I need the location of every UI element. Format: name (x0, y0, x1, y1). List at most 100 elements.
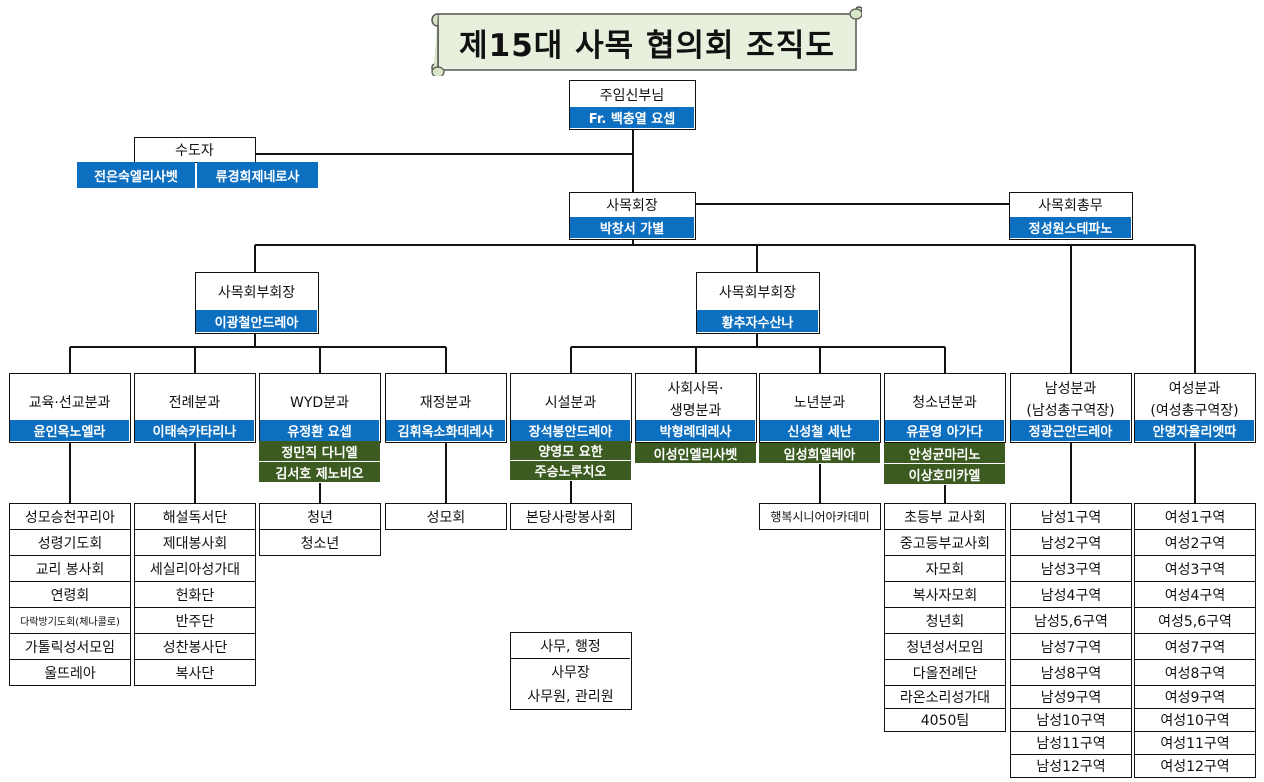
dept-title-elderly: 노년분과 (793, 395, 846, 411)
men-group-8: 남성9구역 (1010, 685, 1132, 709)
dept-box-facilities: 시설분과 장석봉안드레아 (510, 373, 632, 443)
men-group-6: 남성7구역 (1010, 633, 1132, 660)
wyd-member-2: 김서호 제노비오 (259, 462, 380, 482)
edu-group-5: 다락방기도회(체나콜로) (9, 607, 131, 634)
facilities-member-2: 주승노루치오 (510, 461, 631, 480)
social-member-1: 이성인엘리사벳 (635, 443, 756, 463)
dept-box-education: 교육·선교분과 윤인옥노엘라 (9, 373, 131, 443)
youth-member-1: 안성균마리노 (884, 443, 1005, 463)
vice-president-box-1: 사목회부회장 이광철안드레아 (195, 272, 319, 334)
dept-box-women: 여성분과 (여성총구역장) 안명자율리엣따 (1134, 373, 1256, 443)
edu-group-7: 울뜨레아 (9, 659, 131, 686)
dept-title-facilities: 시설분과 (544, 395, 597, 411)
dept-title-finance: 재정분과 (419, 395, 472, 411)
liturgy-group-2: 제대봉사회 (134, 529, 256, 556)
men-group-9: 남성10구역 (1010, 708, 1132, 732)
dept-title-men-1: 남성분과 (1044, 381, 1097, 397)
youth-group-2: 중고등부교사회 (884, 529, 1006, 556)
wyd-group-2: 청소년 (259, 529, 381, 556)
dept-head-wyd: 유정환 요셉 (260, 420, 379, 441)
men-group-2: 남성2구역 (1010, 529, 1132, 556)
dept-box-wyd: WYD분과 유정환 요셉 (259, 373, 381, 443)
dept-title-women-2: (여성총구역장) (1150, 403, 1239, 419)
youth-group-8: 라온소리성가대 (884, 685, 1006, 709)
edu-group-1: 성모승천꾸리아 (9, 503, 131, 530)
facilities-group-1: 본당사랑봉사회 (510, 503, 632, 530)
edu-group-3: 교리 봉사회 (9, 555, 131, 582)
women-group-11: 여성12구역 (1134, 754, 1256, 778)
council-president-box: 사목회장 박창서 가별 (569, 192, 696, 240)
women-group-10: 여성11구역 (1134, 731, 1256, 755)
women-group-7: 여성8구역 (1134, 659, 1256, 686)
dept-box-elderly: 노년분과 신성철 세난 (759, 373, 881, 443)
dept-head-youth: 유문영 아가다 (885, 420, 1004, 441)
wyd-group-1: 청년 (259, 503, 381, 530)
dept-head-women: 안명자율리엣따 (1135, 420, 1254, 441)
dept-box-men: 남성분과 (남성총구역장) 정광근안드레아 (1010, 373, 1132, 443)
women-group-2: 여성2구역 (1134, 529, 1256, 556)
vice-president-name-1: 이광철안드레아 (196, 310, 317, 332)
elderly-member-1: 임성희엘레아 (759, 443, 880, 463)
edu-group-6: 가톨릭성서모임 (9, 633, 131, 660)
youth-group-4: 복사자모회 (884, 581, 1006, 608)
dept-title-education: 교육·선교분과 (28, 395, 111, 411)
dept-title-youth: 청소년분과 (912, 395, 977, 411)
edu-group-4: 연령회 (9, 581, 131, 608)
liturgy-group-1: 해설독서단 (134, 503, 256, 530)
dept-title-wyd: WYD분과 (290, 395, 349, 411)
office-item-1: 사무장 (551, 665, 590, 681)
vice-president-name-2: 황추자수산나 (697, 310, 818, 332)
liturgy-group-5: 반주단 (134, 607, 256, 634)
page-title: 제15대 사목 협의회 조직도 (459, 27, 835, 64)
liturgy-group-7: 복사단 (134, 659, 256, 686)
wyd-member-1: 정민직 다니엘 (259, 441, 380, 461)
women-group-3: 여성3구역 (1134, 555, 1256, 582)
vice-president-role-2: 사목회부회장 (718, 285, 797, 301)
dept-box-finance: 재정분과 김휘옥소화데레사 (385, 373, 507, 443)
council-president-role: 사목회장 (606, 198, 658, 214)
vice-president-box-2: 사목회부회장 황추자수산나 (696, 272, 820, 334)
youth-group-6: 청년성서모임 (884, 633, 1006, 660)
youth-group-1: 초등부 교사회 (884, 503, 1006, 530)
men-group-11: 남성12구역 (1010, 754, 1132, 778)
liturgy-group-6: 성찬봉사단 (134, 633, 256, 660)
youth-group-5: 청년회 (884, 607, 1006, 634)
religious-member-1: 전은숙엘리사벳 (77, 162, 195, 188)
women-group-8: 여성9구역 (1134, 685, 1256, 709)
dept-head-finance: 김휘옥소화데레사 (386, 420, 505, 441)
women-group-4: 여성4구역 (1134, 581, 1256, 608)
facilities-member-1: 양영모 요한 (510, 441, 631, 460)
title-banner: 제15대 사목 협의회 조직도 (428, 6, 862, 76)
dept-head-elderly: 신성철 세난 (760, 420, 879, 441)
edu-group-2: 성령기도회 (9, 529, 131, 556)
office-title: 사무, 행정 (511, 633, 630, 659)
dept-box-social: 사회사목· 생명분과 박형례데레사 (635, 373, 757, 443)
men-group-3: 남성3구역 (1010, 555, 1132, 582)
dept-title-women-1: 여성분과 (1168, 381, 1221, 397)
youth-group-3: 자모회 (884, 555, 1006, 582)
youth-member-2: 이상호미카엘 (884, 464, 1005, 484)
finance-group-1: 성모회 (385, 503, 507, 530)
men-group-7: 남성8구역 (1010, 659, 1132, 686)
elderly-group-1: 행복시니어아카데미 (759, 503, 881, 530)
women-group-9: 여성10구역 (1134, 708, 1256, 732)
women-group-5: 여성5,6구역 (1134, 607, 1256, 634)
office-box: 사무, 행정 사무장 사무원, 관리원 (510, 632, 632, 710)
men-group-1: 남성1구역 (1010, 503, 1132, 530)
pastor-name: Fr. 백충열 요셉 (570, 107, 694, 128)
pastor-box: 주임신부님 Fr. 백충열 요셉 (569, 80, 696, 130)
dept-head-facilities: 장석봉안드레아 (511, 420, 630, 441)
dept-box-liturgy: 전례분과 이태숙카타리나 (134, 373, 256, 443)
liturgy-group-3: 세실리아성가대 (134, 555, 256, 582)
dept-title-social-2: 생명분과 (669, 403, 722, 419)
youth-group-7: 다올전례단 (884, 659, 1006, 686)
vice-president-role-1: 사목회부회장 (217, 285, 296, 301)
general-affairs-box: 사목회총무 정성원스테파노 (1009, 192, 1133, 240)
men-group-10: 남성11구역 (1010, 731, 1132, 755)
council-president-name: 박창서 가별 (570, 217, 694, 238)
dept-head-social: 박형례데레사 (636, 420, 755, 441)
pastor-role: 주임신부님 (599, 88, 665, 104)
office-item-2: 사무원, 관리원 (527, 689, 614, 705)
religious-role: 수도자 (175, 142, 214, 159)
